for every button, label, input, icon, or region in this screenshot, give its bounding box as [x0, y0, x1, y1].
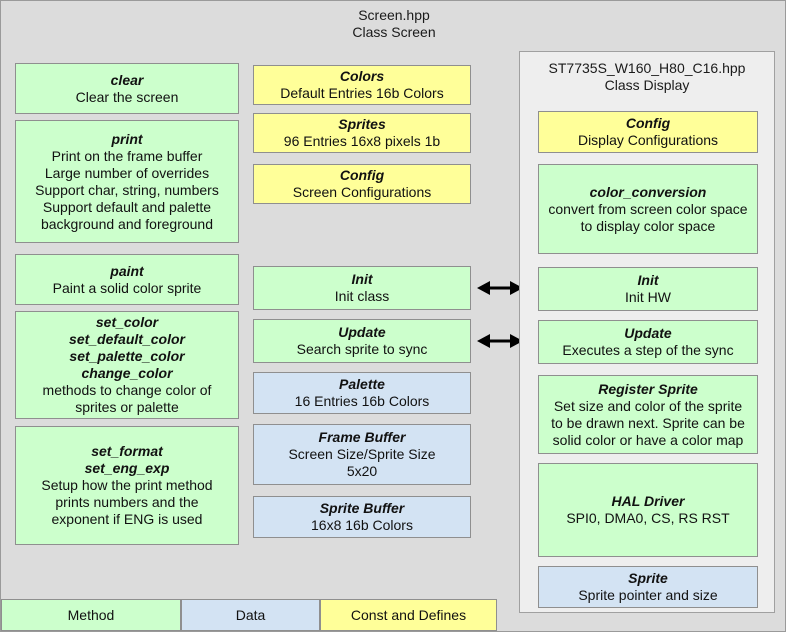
legend: Method Data Const and Defines	[1, 599, 497, 631]
box-title: Config	[339, 167, 385, 183]
box-title: Update	[624, 325, 672, 341]
box-title: Sprites	[338, 116, 386, 132]
box-title: Update	[338, 324, 386, 340]
diagram-title: Screen.hpp Class Screen	[352, 7, 436, 40]
box-title: clear	[110, 71, 144, 88]
box-desc: methods to change color of sprites or pa…	[42, 382, 212, 415]
legend-item-data[interactable]: Data	[181, 599, 320, 631]
box-desc: Paint a solid color sprite	[52, 279, 202, 296]
box-title: HAL Driver	[611, 493, 685, 509]
box-desc: convert from screen color space to displ…	[548, 200, 748, 234]
box-title: Sprite	[628, 570, 668, 586]
box-sprite-buffer[interactable]: Sprite Buffer 16x8 16b Colors	[253, 496, 471, 538]
box-print[interactable]: print Print on the frame buffer Large nu…	[15, 120, 239, 243]
box-title: Sprite Buffer	[319, 500, 405, 516]
box-title: color_conversion	[589, 183, 707, 200]
box-desc: Display Configurations	[577, 132, 719, 148]
box-title: set_color set_default_color set_palette_…	[69, 314, 185, 381]
box-update-screen[interactable]: Update Search sprite to sync	[253, 319, 471, 363]
box-title: print	[111, 130, 143, 147]
box-init-screen[interactable]: Init Init class	[253, 266, 471, 310]
box-config-display[interactable]: Config Display Configurations	[538, 111, 758, 153]
box-config-screen[interactable]: Config Screen Configurations	[253, 164, 471, 204]
box-desc: 16x8 16b Colors	[311, 517, 413, 533]
box-title: Init	[351, 271, 373, 287]
display-panel-title: ST7735S_W160_H80_C16.hpp Class Display	[548, 60, 746, 93]
box-desc: Init HW	[625, 289, 671, 305]
box-title: Init	[637, 272, 659, 288]
box-update-display[interactable]: Update Executes a step of the sync	[538, 320, 758, 364]
box-desc: Clear the screen	[75, 88, 179, 105]
legend-label: Data	[235, 607, 266, 623]
box-init-display[interactable]: Init Init HW	[538, 267, 758, 311]
box-set-format-group[interactable]: set_format set_eng_exp Setup how the pri…	[15, 426, 239, 545]
box-hal-driver[interactable]: HAL Driver SPI0, DMA0, CS, RS RST	[538, 463, 758, 557]
box-paint[interactable]: paint Paint a solid color sprite	[15, 254, 239, 305]
box-title: paint	[110, 262, 144, 279]
update-link-arrow	[477, 334, 523, 348]
box-register-sprite[interactable]: Register Sprite Set size and color of th…	[538, 375, 758, 454]
box-desc: 16 Entries 16b Colors	[294, 393, 430, 409]
box-sprite[interactable]: Sprite Sprite pointer and size	[538, 566, 758, 608]
legend-item-method[interactable]: Method	[1, 599, 181, 631]
box-palette[interactable]: Palette 16 Entries 16b Colors	[253, 372, 471, 414]
box-desc: Print on the frame buffer Large number o…	[35, 147, 219, 232]
box-desc: 96 Entries 16x8 pixels 1b	[283, 133, 441, 149]
box-desc: Setup how the print method prints number…	[41, 477, 213, 527]
box-clear[interactable]: clear Clear the screen	[15, 63, 239, 114]
box-desc: Init class	[334, 288, 390, 304]
box-title: Register Sprite	[598, 380, 698, 397]
box-desc: SPI0, DMA0, CS, RS RST	[566, 510, 730, 526]
box-colors[interactable]: Colors Default Entries 16b Colors	[253, 65, 471, 105]
box-desc: Executes a step of the sync	[562, 342, 734, 358]
box-title: Colors	[339, 68, 385, 84]
legend-item-const[interactable]: Const and Defines	[320, 599, 497, 631]
box-desc: Set size and color of the sprite to be d…	[551, 397, 745, 448]
init-link-arrow	[477, 281, 523, 295]
box-set-color-group[interactable]: set_color set_default_color set_palette_…	[15, 311, 239, 419]
box-title: Config	[625, 115, 671, 131]
display-class-panel: ST7735S_W160_H80_C16.hpp Class Display C…	[519, 51, 775, 613]
box-desc: Screen Configurations	[292, 184, 432, 200]
box-sprites[interactable]: Sprites 96 Entries 16x8 pixels 1b	[253, 113, 471, 153]
box-title: set_format set_eng_exp	[84, 443, 170, 476]
box-desc: Sprite pointer and size	[578, 587, 718, 603]
box-desc: Default Entries 16b Colors	[280, 85, 444, 101]
box-title: Frame Buffer	[318, 429, 406, 445]
box-frame-buffer[interactable]: Frame Buffer Screen Size/Sprite Size 5x2…	[253, 424, 471, 485]
box-title: Palette	[339, 376, 385, 392]
legend-label: Method	[67, 607, 115, 623]
box-desc: Search sprite to sync	[296, 341, 428, 357]
box-color-conversion[interactable]: color_conversion convert from screen col…	[538, 164, 758, 254]
box-desc: Screen Size/Sprite Size 5x20	[288, 446, 436, 479]
legend-label: Const and Defines	[350, 607, 467, 623]
